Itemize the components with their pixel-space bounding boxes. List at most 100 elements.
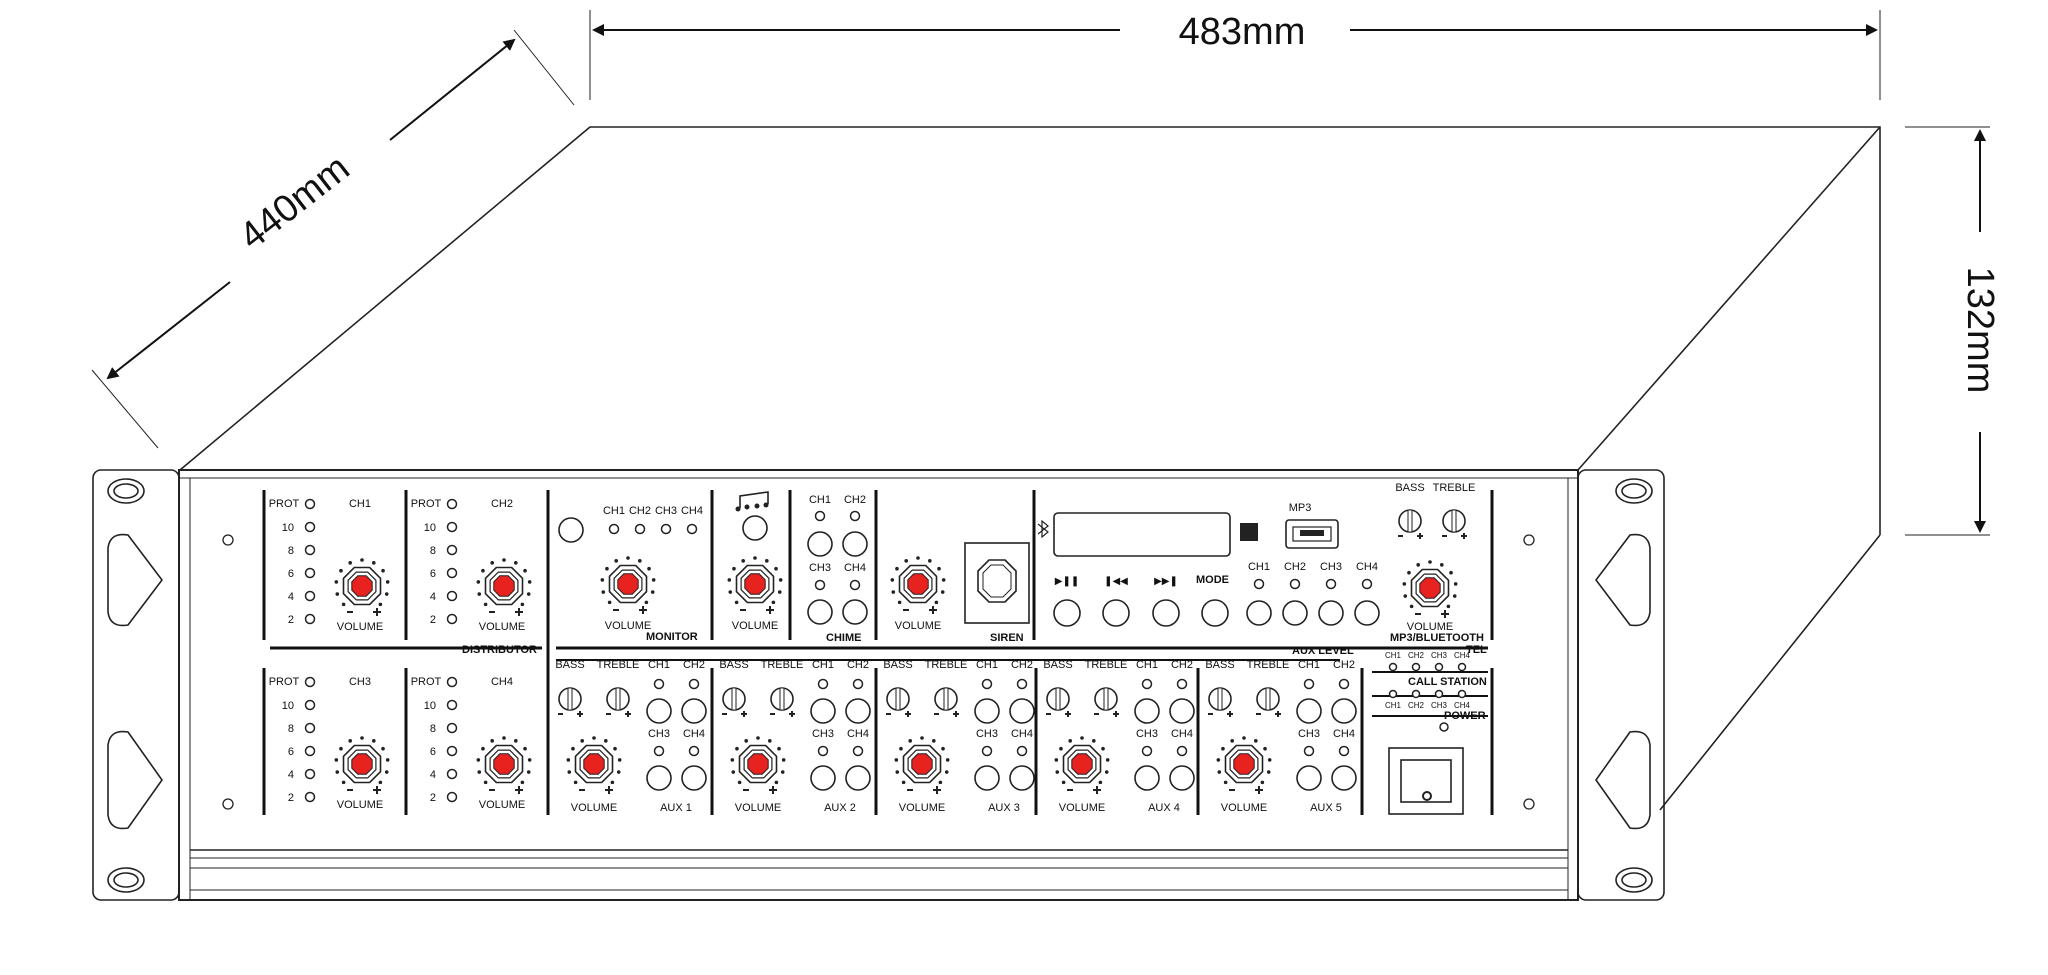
aux-treble-knob[interactable] bbox=[770, 687, 795, 717]
aux-channel-button[interactable] bbox=[1134, 698, 1160, 724]
mp3-channel-button[interactable] bbox=[1318, 600, 1344, 626]
level-led bbox=[304, 590, 316, 602]
treble-label: TREBLE bbox=[925, 659, 968, 671]
mp3-channel-label: CH1 bbox=[1248, 561, 1270, 573]
mp3-channel-led bbox=[1253, 578, 1265, 590]
tel-channel-label: CH2 bbox=[1408, 651, 1425, 660]
volume-label: VOLUME bbox=[735, 802, 781, 814]
aux-channel-label: CH2 bbox=[1333, 659, 1355, 671]
aux-volume-knob[interactable] bbox=[730, 736, 786, 794]
call-station-channel-label: CH3 bbox=[1431, 701, 1448, 710]
aux-channel-button[interactable] bbox=[1296, 765, 1322, 791]
previous-button[interactable] bbox=[1102, 599, 1130, 627]
aux-channel-led bbox=[981, 745, 993, 757]
aux-bass-knob[interactable] bbox=[1208, 687, 1233, 717]
tel-led bbox=[1388, 662, 1398, 672]
aux-volume-knob[interactable] bbox=[566, 736, 622, 794]
aux-channel-button[interactable] bbox=[810, 765, 836, 791]
mp3-channel-led bbox=[1361, 578, 1373, 590]
distributor-volume-knob[interactable] bbox=[476, 558, 532, 616]
level-label: 8 bbox=[430, 723, 436, 735]
aux-channel-button[interactable] bbox=[1169, 765, 1195, 791]
distributor-volume-knob[interactable] bbox=[334, 558, 390, 616]
mp3-channel-button[interactable] bbox=[1282, 600, 1308, 626]
chime-ch3-button[interactable] bbox=[807, 599, 833, 625]
mp3-channel-led bbox=[1289, 578, 1301, 590]
aux-channel-button[interactable] bbox=[1331, 765, 1357, 791]
aux-channel-button[interactable] bbox=[1134, 765, 1160, 791]
monitor-channel-label: CH1 bbox=[603, 505, 625, 517]
siren-volume-knob[interactable] bbox=[890, 556, 946, 614]
aux-channel-button[interactable] bbox=[974, 698, 1000, 724]
aux-channel-led bbox=[1338, 745, 1350, 757]
level-label: 2 bbox=[288, 614, 294, 626]
play-pause-button[interactable] bbox=[1053, 599, 1081, 627]
aux-channel-label: CH2 bbox=[683, 659, 705, 671]
play-pause-label: ▶❚❚ bbox=[1055, 576, 1079, 587]
aux-name-label: AUX 4 bbox=[1148, 802, 1180, 814]
chime-ch4-button[interactable] bbox=[842, 599, 868, 625]
aux-treble-knob[interactable] bbox=[1094, 687, 1119, 717]
aux-volume-knob[interactable] bbox=[1054, 736, 1110, 794]
mode-button[interactable] bbox=[1201, 599, 1229, 627]
aux-channel-button[interactable] bbox=[1009, 698, 1035, 724]
mp3-volume-knob[interactable] bbox=[1402, 560, 1458, 618]
level-led bbox=[304, 567, 316, 579]
aux-channel-button[interactable] bbox=[845, 765, 871, 791]
tel-channel-label: CH3 bbox=[1431, 651, 1448, 660]
chime-ch1-button[interactable] bbox=[807, 531, 833, 557]
monitor-volume-knob[interactable] bbox=[600, 556, 656, 614]
level-led bbox=[446, 590, 458, 602]
next-button[interactable] bbox=[1152, 599, 1180, 627]
monitor-mic-input[interactable] bbox=[558, 517, 584, 543]
usb-port[interactable] bbox=[1285, 519, 1339, 549]
treble-label: TREBLE bbox=[761, 659, 804, 671]
aux-channel-button[interactable] bbox=[1009, 765, 1035, 791]
prot-label: PROT bbox=[411, 676, 442, 688]
monitor-channel-led bbox=[686, 523, 698, 535]
aux-channel-button[interactable] bbox=[1169, 698, 1195, 724]
aux-name-label: AUX 2 bbox=[824, 802, 856, 814]
aux-channel-label: CH2 bbox=[847, 659, 869, 671]
mp3-bass-knob[interactable] bbox=[1398, 509, 1423, 539]
level-label: 4 bbox=[430, 591, 436, 603]
aux-volume-knob[interactable] bbox=[894, 736, 950, 794]
chime-volume-knob[interactable] bbox=[727, 556, 783, 614]
aux-treble-knob[interactable] bbox=[606, 687, 631, 717]
level-led bbox=[304, 722, 316, 734]
aux-channel-button[interactable] bbox=[845, 698, 871, 724]
aux-channel-led bbox=[1141, 678, 1153, 690]
power-switch[interactable] bbox=[1388, 747, 1464, 815]
aux-bass-knob[interactable] bbox=[558, 687, 583, 717]
mp3-treble-knob[interactable] bbox=[1442, 509, 1467, 539]
aux-treble-knob[interactable] bbox=[1256, 687, 1281, 717]
aux-channel-button[interactable] bbox=[1331, 698, 1357, 724]
aux-bass-knob[interactable] bbox=[722, 687, 747, 717]
channel-name: CH4 bbox=[491, 676, 513, 688]
aux-bass-knob[interactable] bbox=[886, 687, 911, 717]
level-label: 6 bbox=[288, 568, 294, 580]
aux-channel-led bbox=[1303, 678, 1315, 690]
aux-bass-knob[interactable] bbox=[1046, 687, 1071, 717]
monitor-channel-led bbox=[660, 523, 672, 535]
aux-channel-button[interactable] bbox=[646, 698, 672, 724]
aux-channel-button[interactable] bbox=[681, 765, 707, 791]
aux-treble-knob[interactable] bbox=[934, 687, 959, 717]
aux-channel-led bbox=[817, 678, 829, 690]
aux-channel-button[interactable] bbox=[974, 765, 1000, 791]
aux-channel-button[interactable] bbox=[1296, 698, 1322, 724]
chime-ch2-button[interactable] bbox=[842, 531, 868, 557]
distributor-volume-knob[interactable] bbox=[476, 736, 532, 794]
level-label: 2 bbox=[288, 792, 294, 804]
aux-channel-button[interactable] bbox=[681, 698, 707, 724]
aux-channel-button[interactable] bbox=[646, 765, 672, 791]
tel-led bbox=[1457, 662, 1467, 672]
distributor-volume-knob[interactable] bbox=[334, 736, 390, 794]
aux-channel-button[interactable] bbox=[810, 698, 836, 724]
chime-trigger-button[interactable] bbox=[742, 515, 768, 541]
mp3-channel-button[interactable] bbox=[1354, 600, 1380, 626]
aux-volume-knob[interactable] bbox=[1216, 736, 1272, 794]
level-led bbox=[446, 722, 458, 734]
mp3-channel-button[interactable] bbox=[1246, 600, 1272, 626]
